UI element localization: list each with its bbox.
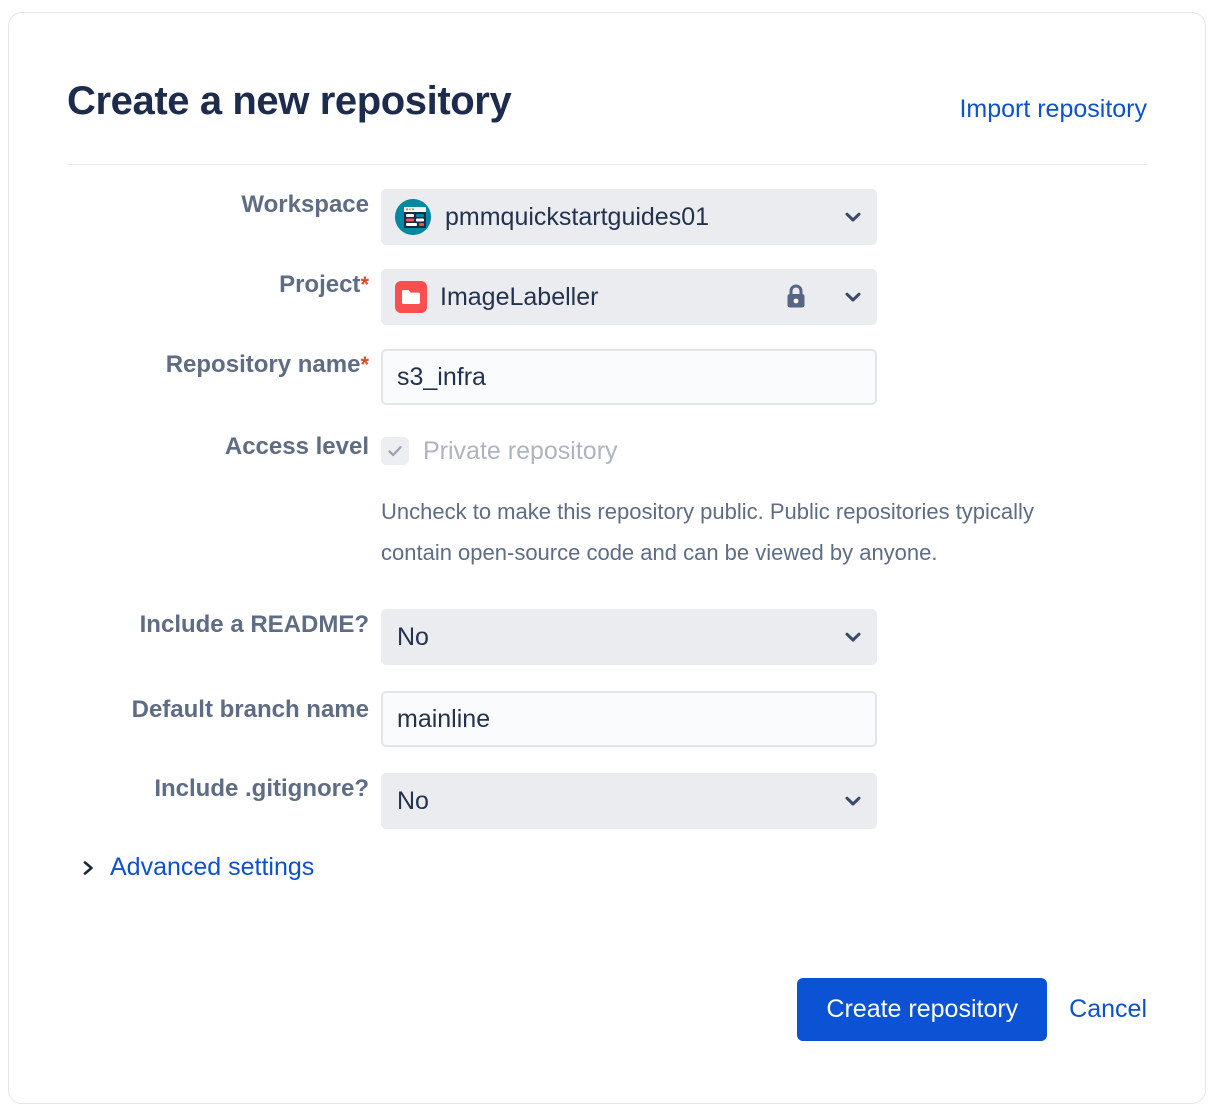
check-icon <box>388 446 402 457</box>
project-select[interactable]: ImageLabeller <box>381 269 877 325</box>
repository-name-row: Repository name* <box>9 349 1207 405</box>
private-repository-label: Private repository <box>423 436 618 465</box>
chevron-right-icon <box>81 859 97 877</box>
access-level-label: Access level <box>9 431 381 462</box>
repository-name-label-text: Repository name <box>165 351 361 378</box>
project-control: ImageLabeller <box>381 269 1207 325</box>
include-gitignore-select[interactable]: No <box>381 773 877 829</box>
create-repository-button[interactable]: Create repository <box>797 978 1048 1041</box>
chevron-down-icon[interactable] <box>843 791 863 811</box>
create-repository-card: Create a new repository Import repositor… <box>8 12 1206 1104</box>
workspace-label-text: Workspace <box>241 191 369 218</box>
include-readme-label: Include a README? <box>9 609 381 640</box>
page-title: Create a new repository <box>67 79 512 123</box>
advanced-settings-label: Advanced settings <box>110 853 315 881</box>
workspace-control: pmmquickstartguides01 <box>381 189 1207 245</box>
default-branch-input[interactable] <box>381 691 877 747</box>
lock-icon <box>783 282 809 312</box>
repository-name-input[interactable] <box>381 349 877 405</box>
include-gitignore-label-text: Include .gitignore? <box>154 775 369 802</box>
chevron-down-icon[interactable] <box>843 627 863 647</box>
advanced-settings-toggle[interactable]: Advanced settings <box>81 853 381 882</box>
chevron-down-icon[interactable] <box>843 287 863 307</box>
repository-name-control <box>381 349 1207 405</box>
workspace-row: Workspace <box>9 189 1207 245</box>
repository-name-label: Repository name* <box>9 349 381 380</box>
include-readme-value: No <box>397 622 429 651</box>
project-value: ImageLabeller <box>440 282 599 311</box>
include-gitignore-label: Include .gitignore? <box>9 773 381 804</box>
folder-icon <box>395 281 427 313</box>
access-level-control: Private repository Uncheck to make this … <box>381 431 1207 573</box>
chevron-down-icon[interactable] <box>843 207 863 227</box>
form-actions: Create repository Cancel <box>797 978 1147 1041</box>
include-gitignore-control: No <box>381 773 1207 829</box>
include-gitignore-value: No <box>397 786 429 815</box>
workspace-label: Workspace <box>9 189 381 220</box>
import-repository-link[interactable]: Import repository <box>959 95 1147 123</box>
private-repository-checkbox-wrapper[interactable]: Private repository <box>381 431 1207 471</box>
repository-name-required-marker: * <box>360 352 369 377</box>
project-label-text: Project <box>279 271 361 298</box>
cancel-button[interactable]: Cancel <box>1069 995 1147 1023</box>
project-label: Project* <box>9 269 381 300</box>
workspace-value: pmmquickstartguides01 <box>445 202 710 231</box>
default-branch-control <box>381 691 1207 747</box>
access-level-help-text: Uncheck to make this repository public. … <box>381 499 1034 565</box>
default-branch-row: Default branch name <box>9 691 1207 747</box>
default-branch-label: Default branch name <box>9 691 381 728</box>
workspace-avatar-icon <box>395 199 431 235</box>
private-repository-checkbox[interactable] <box>381 437 409 465</box>
create-repository-form: Workspace <box>9 189 1207 882</box>
include-readme-control: No <box>381 609 1207 665</box>
include-readme-select[interactable]: No <box>381 609 877 665</box>
access-level-label-text: Access level <box>224 433 369 460</box>
include-gitignore-row: Include .gitignore? No <box>9 773 1207 829</box>
card-header: Create a new repository Import repositor… <box>67 69 1147 165</box>
default-branch-label-text: Default branch name <box>131 696 369 723</box>
project-required-marker: * <box>360 272 369 297</box>
include-readme-row: Include a README? No <box>9 609 1207 665</box>
workspace-select[interactable]: pmmquickstartguides01 <box>381 189 877 245</box>
project-row: Project* ImageLabeller <box>9 269 1207 325</box>
access-level-row: Access level Private repository Uncheck … <box>9 431 1207 573</box>
include-readme-label-text: Include a README? <box>139 611 369 638</box>
